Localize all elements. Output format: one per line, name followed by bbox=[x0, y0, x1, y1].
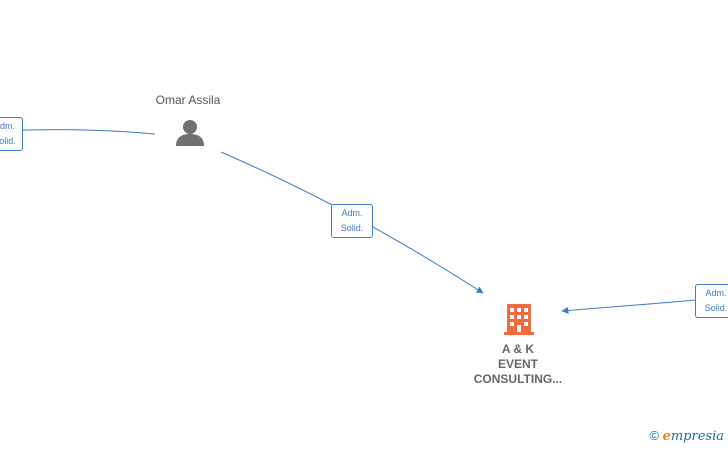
edge-label-line: Adm. bbox=[705, 288, 727, 298]
edge-label-line: Solid. bbox=[340, 223, 364, 233]
company-name-line: A & K bbox=[501, 342, 535, 356]
edge-left-to-person bbox=[0, 129, 156, 135]
edge-label-line: Adm. bbox=[0, 121, 15, 131]
edge-label-middle[interactable]: Adm. Solid. bbox=[331, 204, 373, 238]
brand-name: mpresia bbox=[670, 429, 724, 444]
edge-label-line: Solid. bbox=[704, 303, 728, 313]
building-icon[interactable] bbox=[504, 304, 534, 335]
edge-label-line: Solid. bbox=[0, 136, 16, 146]
company-name[interactable]: A & K EVENT CONSULTING... bbox=[458, 342, 578, 387]
person-icon[interactable] bbox=[176, 120, 204, 146]
company-name-line: CONSULTING... bbox=[473, 372, 563, 386]
company-name-line: EVENT bbox=[497, 357, 538, 371]
copyright-symbol: © bbox=[649, 428, 659, 443]
edge-label-right[interactable]: Adm. Solid. bbox=[695, 284, 728, 318]
brand-logo: empresia bbox=[663, 429, 724, 444]
edge-label-left[interactable]: Adm. Solid. bbox=[0, 117, 23, 151]
person-name[interactable]: Omar Assila bbox=[155, 93, 221, 107]
edge-label-line: Adm. bbox=[341, 208, 363, 218]
brand-initial: e bbox=[662, 429, 671, 444]
empresia-watermark: © empresia bbox=[649, 428, 724, 444]
